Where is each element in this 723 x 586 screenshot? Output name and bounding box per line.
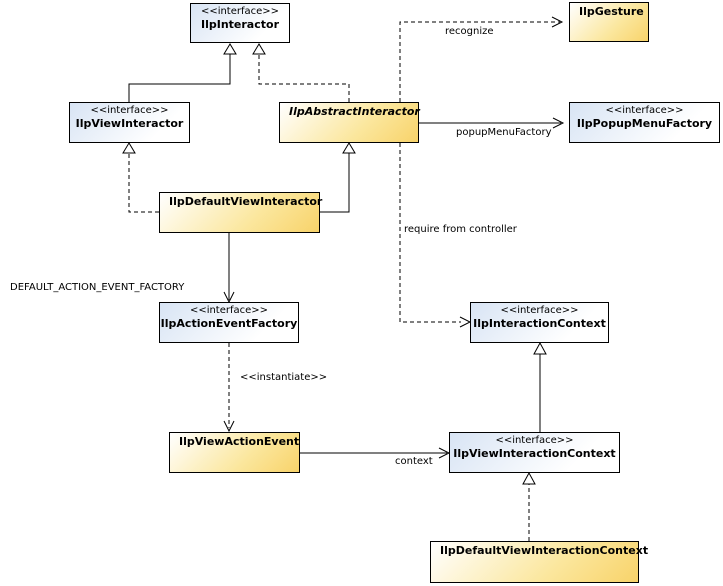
class-name: IlpAbstractInteractor — [289, 105, 420, 118]
class-ilp-default-view-interaction-context[interactable]: IlpDefaultViewInteractionContext — [430, 541, 649, 583]
stereotype-label: <<interface>> — [200, 6, 280, 17]
generalization-arrowhead-3 — [533, 341, 547, 355]
stereotype-label: <<interface>> — [605, 105, 684, 116]
stereotype-label: <<interface>> — [189, 305, 269, 316]
stereotype-label: <<interface>> — [90, 105, 169, 116]
edge-defaultviewinteractor-to-viewinteractor — [128, 153, 159, 213]
generalization-arrowhead — [223, 43, 237, 55]
realization-arrowhead — [252, 43, 266, 55]
class-ilp-default-view-interactor[interactable]: IlpDefaultViewInteractor — [159, 192, 323, 233]
class-name: IlpViewInteractionContext — [453, 447, 616, 460]
class-name: IlpGesture — [579, 5, 644, 18]
class-name: IlpActionEventFactory — [160, 317, 298, 330]
class-ilp-interactor[interactable]: <<interface>> IlpInteractor — [190, 3, 290, 43]
edge-label-popup-menu-factory: popupMenuFactory — [456, 127, 552, 138]
class-name: IlpPopupMenuFactory — [576, 117, 713, 130]
class-ilp-gesture[interactable]: IlpGesture — [569, 2, 649, 42]
edge-viewinteractor-to-interactor — [128, 54, 231, 102]
recognize-arrowhead — [551, 16, 564, 28]
realization-arrowhead-3 — [522, 471, 536, 485]
edge-label-default-action-event-factory: DEFAULT_ACTION_EVENT_FACTORY — [10, 282, 185, 293]
edge-abstractinteractor-to-interactor — [258, 54, 350, 102]
stereotype-label: <<interface>> — [500, 305, 579, 316]
edge-defaultviewinteractor-to-abstractinteractor — [320, 153, 350, 213]
edge-label-require-from-controller: require from controller — [404, 224, 517, 235]
edge-label-recognize: recognize — [445, 26, 494, 37]
popup-menu-factory-arrowhead — [552, 117, 565, 129]
stereotype-label: <<interface>> — [495, 435, 574, 446]
edge-recognize — [399, 21, 560, 102]
edge-label-context: context — [395, 456, 433, 467]
edge-label-instantiate: <<instantiate>> — [240, 372, 328, 383]
require-arrowhead — [459, 316, 472, 328]
class-ilp-popup-menu-factory[interactable]: <<interface>> IlpPopupMenuFactory — [569, 102, 720, 143]
instantiate-arrowhead — [223, 420, 235, 433]
class-ilp-view-action-event[interactable]: IlpViewActionEvent — [169, 432, 300, 473]
class-name: IlpViewInteractor — [75, 117, 184, 130]
edge-require-from-controller — [399, 143, 461, 323]
class-ilp-action-event-factory[interactable]: <<interface>> IlpActionEventFactory — [159, 302, 299, 343]
class-name: IlpViewActionEvent — [179, 435, 300, 448]
class-ilp-interaction-context[interactable]: <<interface>> IlpInteractionContext — [470, 302, 609, 343]
class-ilp-view-interactor[interactable]: <<interface>> IlpViewInteractor — [69, 102, 190, 143]
class-name: IlpInteractor — [201, 18, 279, 31]
class-name: IlpInteractionContext — [473, 317, 606, 330]
generalization-arrowhead-2 — [342, 142, 356, 154]
class-name: IlpDefaultViewInteractionContext — [440, 544, 649, 557]
class-name: IlpDefaultViewInteractor — [169, 195, 323, 208]
class-ilp-abstract-interactor[interactable]: IlpAbstractInteractor — [279, 102, 420, 143]
class-ilp-view-interaction-context[interactable]: <<interface>> IlpViewInteractionContext — [449, 432, 620, 473]
realization-arrowhead-2 — [122, 142, 136, 154]
